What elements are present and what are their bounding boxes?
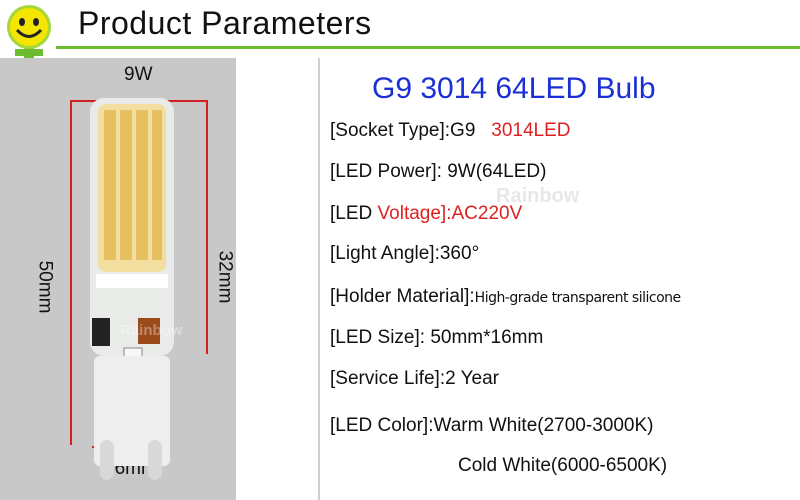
spec-voltage-value: AC220V	[451, 203, 523, 224]
watermark-text-right: Rainbow	[496, 185, 580, 207]
dimension-line-right	[206, 100, 208, 354]
panel-divider	[318, 58, 320, 500]
spec-holder-label: [Holder Material]:	[330, 286, 475, 307]
spec-holder-material: [Holder Material]:High-grade transparent…	[330, 286, 681, 308]
dimension-line-left	[70, 100, 72, 445]
dimension-height-total: 50mm	[34, 260, 56, 314]
header-bar: Product Parameters	[0, 0, 800, 67]
spec-light-angle: [Light Angle]:360°	[330, 243, 480, 264]
watermark-text: Rainbow	[120, 322, 183, 339]
spec-holder-value: High-grade transparent silicone	[474, 290, 681, 306]
header-divider	[56, 46, 800, 49]
spec-led-color-cold: Cold White(6000-6500K)	[458, 455, 668, 476]
spec-service-life: [Service Life]:2 Year	[330, 368, 499, 389]
product-heading: G9 3014 64LED Bulb	[372, 72, 656, 105]
page-title: Product Parameters	[78, 5, 372, 41]
dimension-height-chip: 32mm	[214, 250, 236, 304]
spec-voltage-label: [LED	[330, 203, 378, 224]
spec-led-size: [LED Size]: 50mm*16mm	[330, 327, 544, 348]
product-image-panel: 9W 50mm 32mm 16mm Rainbow	[0, 58, 236, 500]
g9-led-bulb-image	[90, 98, 174, 480]
spec-voltage-mid: Voltage]:	[377, 203, 452, 224]
spec-voltage: [LED Voltage]:AC220V	[330, 203, 522, 225]
spec-socket-label: [Socket Type]:G9	[330, 120, 476, 141]
spec-led-color-warm: [LED Color]:Warm White(2700-3000K)	[330, 415, 654, 436]
spec-socket-value: 3014LED	[491, 120, 571, 141]
smiley-logo-icon	[7, 5, 51, 67]
dimension-width-top: 9W	[124, 64, 153, 85]
spec-led-power: [LED Power]: 9W(64LED)	[330, 161, 547, 182]
spec-socket-type: [Socket Type]:G9 3014LED	[330, 120, 570, 142]
